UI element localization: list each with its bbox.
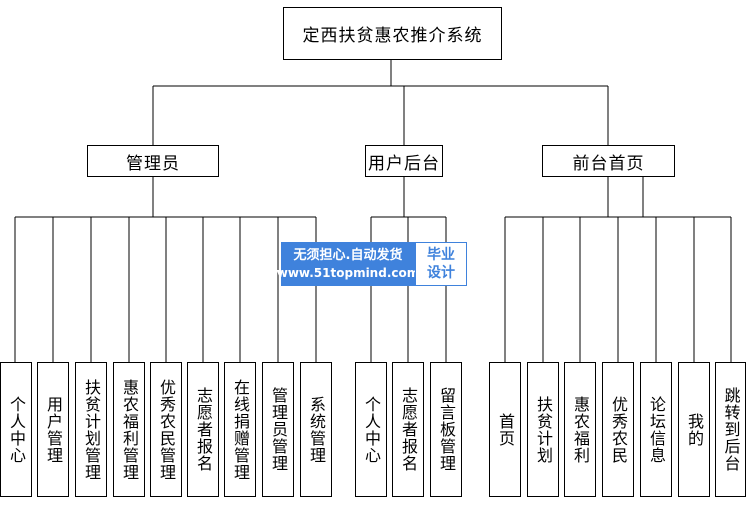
leaf-node-label: 优秀农民管理 [157, 378, 176, 481]
group-node-label: 管理员 [126, 153, 180, 174]
leaf-node: 首页 [489, 362, 521, 497]
watermark: 无须担心.自动发货 www.51topmind.com 毕业 设计 [277, 242, 467, 286]
leaf-node-label: 论坛信息 [647, 395, 666, 464]
leaf-node: 惠农福利管理 [113, 362, 145, 497]
group-node-user-backend: 用户后台 [365, 145, 443, 177]
leaf-node: 志愿者报名 [187, 362, 219, 497]
leaf-node: 扶贫计划管理 [75, 362, 107, 497]
root-node: 定西扶贫惠农推介系统 [283, 7, 502, 60]
leaf-node: 优秀农民管理 [150, 362, 182, 497]
leaf-node: 个人中心 [355, 362, 387, 497]
leaf-node: 管理员管理 [262, 362, 294, 497]
leaf-node-label: 首页 [496, 412, 515, 447]
group-node-front-home: 前台首页 [542, 145, 675, 177]
leaf-node-label: 惠农福利管理 [120, 378, 139, 481]
leaf-node: 志愿者报名 [392, 362, 424, 497]
leaf-node: 论坛信息 [640, 362, 672, 497]
leaf-node: 留言板管理 [430, 362, 462, 497]
leaf-node-label: 志愿者报名 [194, 387, 213, 472]
leaf-node-label: 在线捐赠管理 [231, 378, 250, 481]
leaf-node: 扶贫计划 [527, 362, 559, 497]
leaf-node-label: 个人中心 [362, 395, 381, 464]
leaf-node: 在线捐赠管理 [224, 362, 256, 497]
leaf-node-label: 跳转到后台 [721, 387, 741, 472]
leaf-node-label: 优秀农民 [609, 395, 628, 464]
leaf-node-label: 管理员管理 [269, 387, 288, 472]
watermark-banner: 无须担心.自动发货 www.51topmind.com [277, 242, 419, 286]
leaf-node-label: 惠农福利 [571, 395, 590, 464]
watermark-badge-line2: 设计 [427, 265, 455, 281]
leaf-node: 我的 [678, 362, 710, 497]
leaf-node: 个人中心 [0, 362, 32, 497]
leaf-node-label: 用户管理 [44, 395, 63, 464]
watermark-url: www.51topmind.com [276, 266, 420, 280]
leaf-node: 用户管理 [37, 362, 69, 497]
watermark-slogan: 无须担心.自动发货 [293, 248, 403, 263]
leaf-node-label: 系统管理 [307, 395, 326, 464]
watermark-badge: 毕业 设计 [415, 242, 467, 286]
group-node-admin: 管理员 [87, 145, 219, 177]
watermark-badge-line1: 毕业 [427, 247, 455, 263]
leaf-node: 系统管理 [300, 362, 332, 497]
leaf-node: 跳转到后台 [715, 362, 746, 497]
group-node-label: 前台首页 [572, 153, 645, 174]
root-node-label: 定西扶贫惠农推介系统 [302, 26, 483, 46]
group-node-label: 用户后台 [368, 153, 440, 174]
leaf-node: 优秀农民 [602, 362, 634, 497]
leaf-node-label: 我的 [685, 412, 704, 447]
leaf-node: 惠农福利 [564, 362, 596, 497]
leaf-node-label: 个人中心 [7, 395, 26, 464]
leaf-node-label: 志愿者报名 [399, 387, 418, 472]
leaf-node-label: 留言板管理 [437, 387, 456, 472]
leaf-node-label: 扶贫计划 [534, 395, 553, 464]
leaf-node-label: 扶贫计划管理 [82, 378, 101, 481]
